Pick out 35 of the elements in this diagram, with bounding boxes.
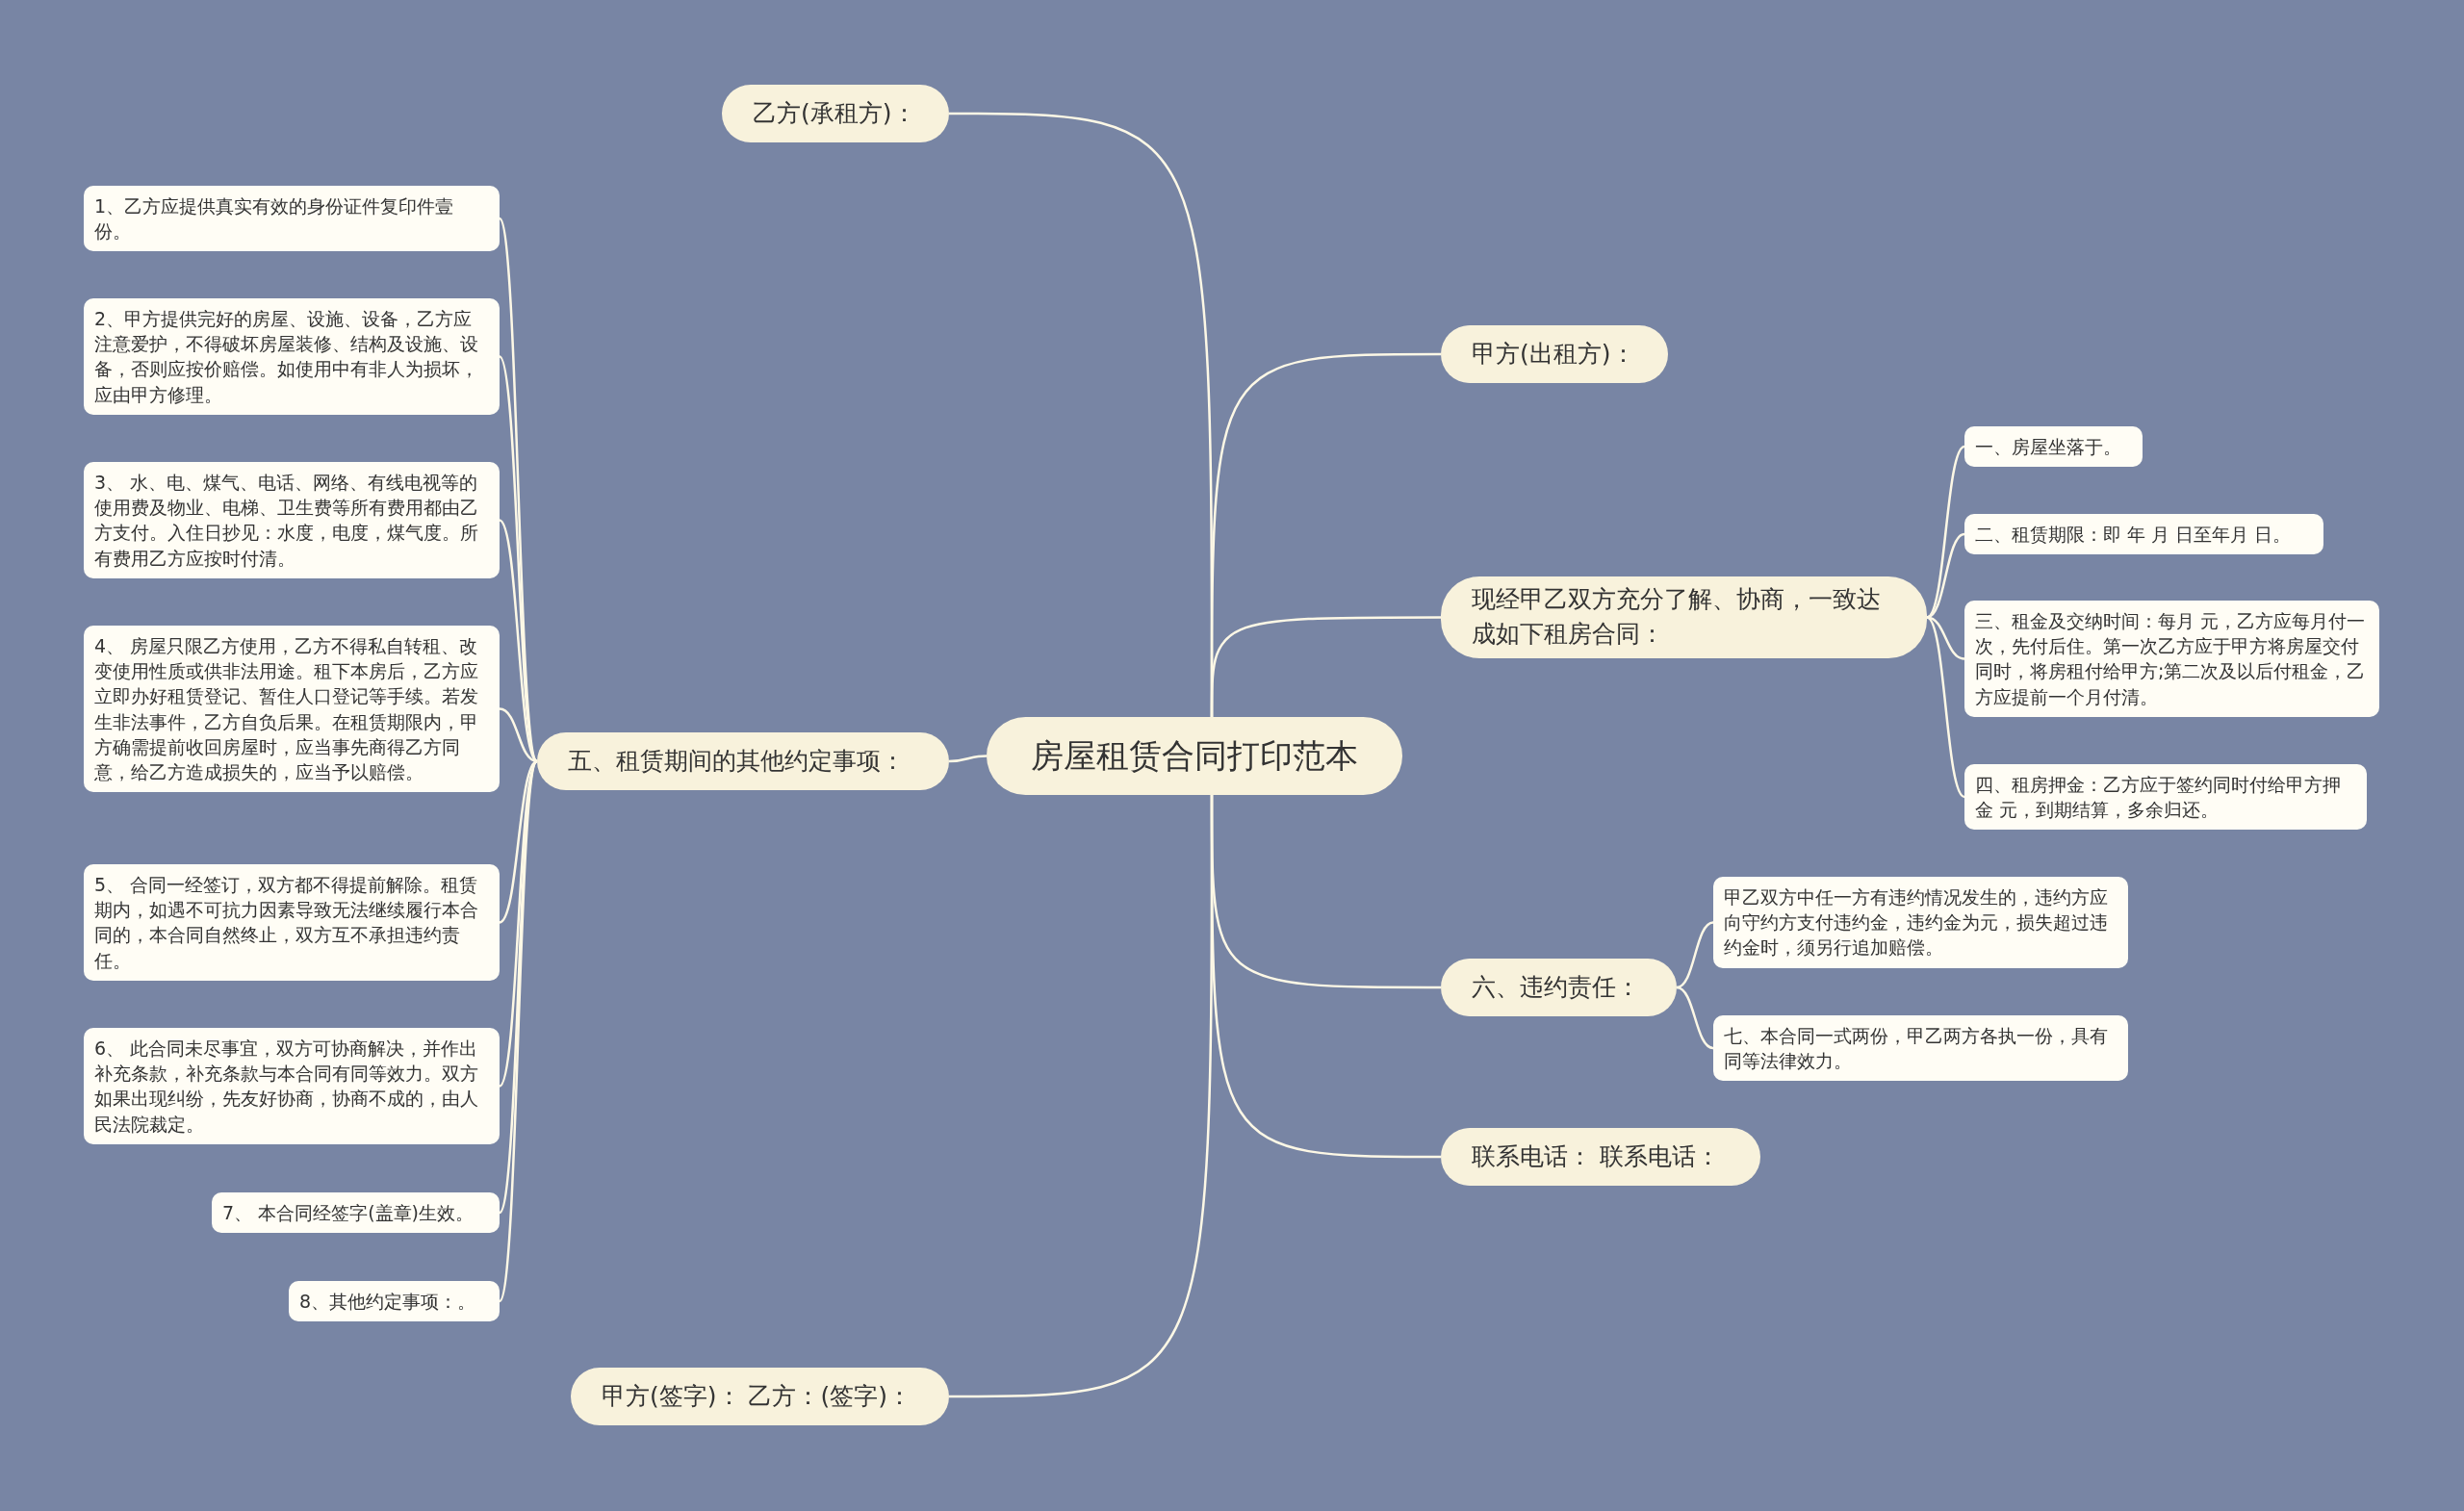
note-card: 5、 合同一经签订，双方都不得提前解除。租赁期内，如遇不可抗力因素导致无法继续履行本合同的，本合同自然终止，双方互不承担违约责任。	[84, 864, 500, 981]
connector-line	[1926, 532, 1965, 619]
note-card: 2、甲方提供完好的房屋、设施、设备，乙方应注意爱护，不得破坏房屋装修、结构及设施、设备，否则应按价赔偿。如使用中有非人为损坏，应由甲方修理。	[84, 298, 500, 415]
note-card: 三、租金及交纳时间：每月 元，乙方应每月付一次，先付后住。第一次乙方应于甲方将房屋交付同时，将房租付给甲方;第二次及以后付租金，乙方应提前一个月付清。	[1964, 601, 2379, 717]
note-card: 甲乙双方中任一方有违约情况发生的，违约方应向守约方支付违约金，违约金为元，损失超过违约金时，须另行追加赔偿。	[1713, 877, 2128, 968]
topic-pill: 联系电话： 联系电话：	[1441, 1128, 1760, 1186]
central-topic: 房屋租赁合同打印范本	[987, 717, 1402, 795]
note-card: 8、其他约定事项：。	[289, 1281, 500, 1322]
connector-line	[1676, 921, 1714, 989]
note-card: 四、租房押金：乙方应于签约同时付给甲方押金 元，到期结算，多余归还。	[1964, 764, 2367, 831]
connector-line	[949, 795, 1214, 1398]
connector-line	[948, 755, 988, 763]
topic-pill: 甲方(签字)： 乙方：(签字)：	[571, 1368, 949, 1425]
note-card: 七、本合同一式两份，甲乙两方各执一份，具有同等法律效力。	[1713, 1015, 2128, 1082]
note-card: 3、 水、电、煤气、电话、网络、有线电视等的使用费及物业、电梯、卫生费等所有费用都由乙方支付。入住日抄见：水度，电度，煤气度。所有费用乙方应按时付清。	[84, 462, 500, 578]
topic-pill: 现经甲乙双方充分了解、协商，一致达成如下租房合同：	[1441, 576, 1927, 658]
connector-line	[498, 218, 539, 762]
connector-line	[498, 760, 539, 1214]
note-card: 6、 此合同未尽事宜，双方可协商解决，并作出补充条款，补充条款与本合同有同等效力。双方如果出现纠纷，先友好协商，协商不成的，由人民法院裁定。	[84, 1028, 500, 1144]
connector-line	[499, 707, 538, 763]
topic-pill: 乙方(承租方)：	[722, 85, 949, 142]
connector-line	[1676, 986, 1714, 1050]
connector-line	[1210, 616, 1441, 717]
topic-pill: 甲方(出租方)：	[1441, 325, 1668, 383]
note-card: 1、乙方应提供真实有效的身份证件复印件壹份。	[84, 186, 500, 252]
note-card: 一、房屋坐落于。	[1964, 426, 2143, 468]
connector-line	[1926, 616, 1965, 798]
connector-line	[1926, 446, 1965, 619]
note-card: 二、租赁期限：即 年 月 日至年月 日。	[1964, 514, 2323, 555]
note-card: 4、 房屋只限乙方使用，乙方不得私自转租、改变使用性质或供非法用途。租下本房后，乙方应立即办好租赁登记、暂住人口登记等手续。若发生非法事件，乙方自负后果。在租赁期限内，甲方确需提前收回房屋时，应当事先商得乙方同意，给乙方造成损失的，应当予以赔偿。	[84, 626, 500, 793]
topic-pill: 五、租赁期间的其他约定事项：	[537, 732, 949, 790]
connector-line	[498, 355, 539, 762]
note-card: 7、 本合同经签字(盖章)生效。	[212, 1192, 500, 1234]
topic-pill: 六、违约责任：	[1441, 959, 1677, 1016]
connector-line	[498, 760, 539, 1302]
